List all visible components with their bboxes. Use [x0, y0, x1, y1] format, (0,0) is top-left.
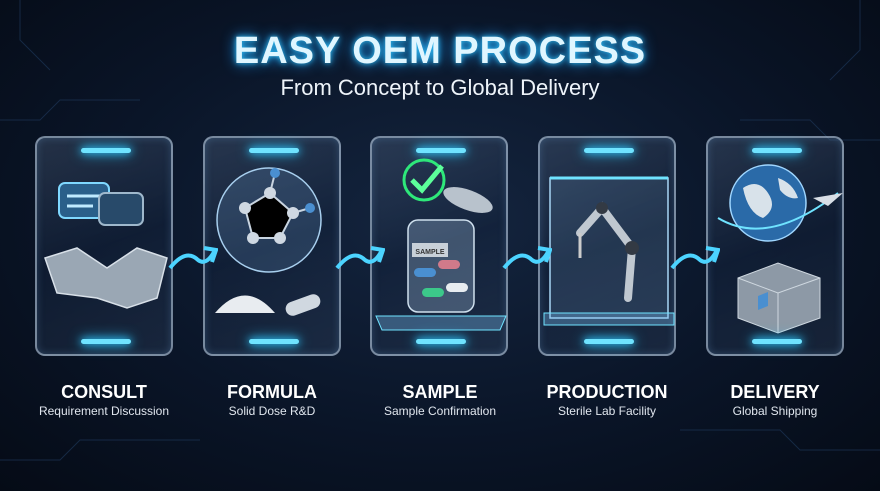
glow-bar: [81, 339, 131, 344]
arrow-right-icon: [670, 246, 720, 270]
step-card-sample: SAMPLE: [370, 136, 508, 356]
glow-bar: [584, 148, 634, 153]
glow-bar: [752, 339, 802, 344]
step-subtitle: Global Shipping: [732, 404, 818, 418]
globe-plane-icon: [717, 164, 843, 334]
glow-bar: [249, 148, 299, 153]
sample-jar-icon: SAMPLE: [375, 158, 507, 331]
glow-bar: [752, 148, 802, 153]
arrow-right-icon: [335, 246, 385, 270]
glow-bar: [584, 339, 634, 344]
step-title: PRODUCTION: [546, 382, 668, 402]
step-title: FORMULA: [227, 382, 317, 402]
jar-label: SAMPLE: [415, 249, 445, 256]
glow-bar: [81, 148, 131, 153]
arrow-right-icon: [168, 246, 218, 270]
step-subtitle: Requirement Discussion: [38, 404, 170, 418]
handshake-chat-icon: [44, 182, 168, 309]
step-subtitle: Sterile Lab Facility: [557, 404, 657, 418]
robot-arm-icon: [543, 176, 675, 326]
step-title: DELIVERY: [730, 382, 820, 402]
step-card-formula: [203, 136, 341, 356]
step-card-consult: [35, 136, 173, 356]
step-subtitle: Sample Confirmation: [383, 404, 497, 418]
step-card-delivery: [706, 136, 844, 356]
step-card-production: [538, 136, 676, 356]
page-title: EASY OEM PROCESS: [233, 30, 647, 72]
glow-bar: [249, 339, 299, 344]
arrow-right-icon: [502, 246, 552, 270]
step-subtitle: Solid Dose R&D: [228, 404, 316, 418]
glow-bar: [416, 339, 466, 344]
step-title: CONSULT: [61, 382, 147, 402]
glow-bar: [416, 148, 466, 153]
page-subtitle: From Concept to Global Delivery: [280, 75, 600, 100]
step-title: SAMPLE: [402, 382, 478, 402]
molecule-icon: [215, 167, 322, 316]
